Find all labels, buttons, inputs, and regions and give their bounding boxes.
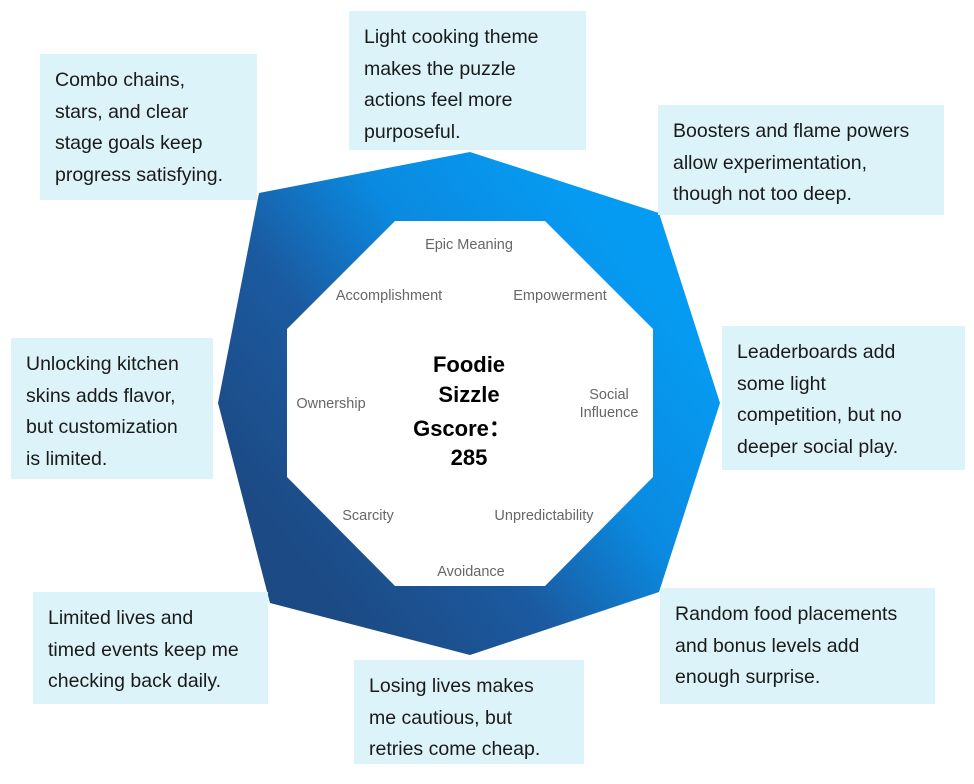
note-epic-meaning: Light cooking theme makes the puzzle act… xyxy=(349,11,586,150)
gscore-value: 285 xyxy=(451,445,488,470)
drive-label-empowerment: Empowerment xyxy=(513,288,606,304)
note-scarcity: Limited lives and timed events keep me c… xyxy=(33,592,268,704)
drive-label-avoidance: Avoidance xyxy=(437,564,504,580)
drive-label-accomplishment: Accomplishment xyxy=(336,288,442,304)
inner-octagon xyxy=(287,221,653,586)
drive-label-social-influence-line1: Social xyxy=(589,387,629,403)
drive-label-ownership: Ownership xyxy=(296,396,365,412)
drive-label-scarcity: Scarcity xyxy=(342,508,394,524)
gscore-label: Gscore： xyxy=(413,416,511,441)
game-name-line2: Sizzle xyxy=(438,382,499,407)
note-social-influence: Leaderboards add some light competition,… xyxy=(722,326,965,470)
drive-label-unpredictability: Unpredictability xyxy=(494,508,594,524)
drive-label-social-influence-line2: Influence xyxy=(580,405,639,421)
note-unpredictability: Random food placements and bonus levels … xyxy=(660,588,935,704)
note-ownership: Unlocking kitchen skins adds flavor, but… xyxy=(11,338,213,479)
note-accomplishment: Combo chains, stars, and clear stage goa… xyxy=(40,54,257,200)
note-empowerment: Boosters and flame powers allow experime… xyxy=(658,105,944,215)
game-name-line1: Foodie xyxy=(433,352,505,377)
note-avoidance: Losing lives makes me cautious, but retr… xyxy=(354,660,584,764)
drive-label-epic-meaning: Epic Meaning xyxy=(425,237,513,253)
